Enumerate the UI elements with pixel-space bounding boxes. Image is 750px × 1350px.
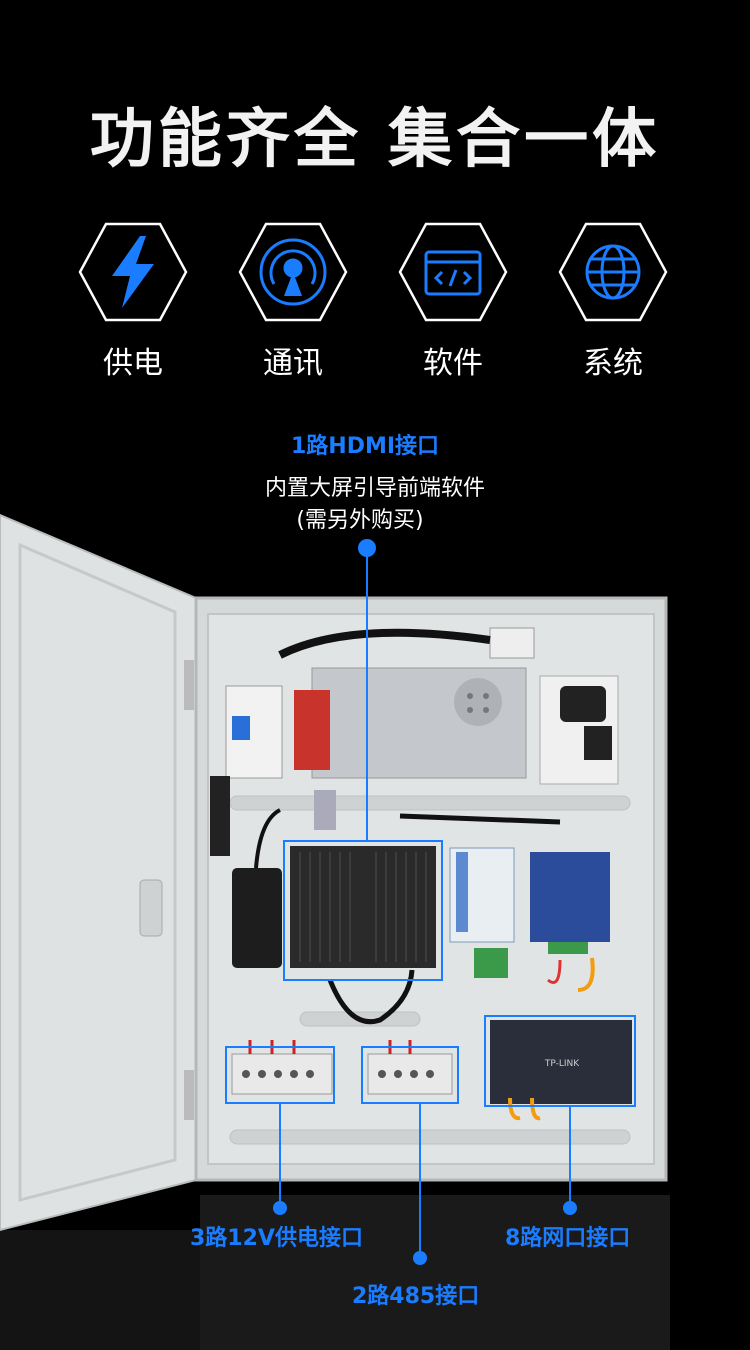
network-switch — [490, 1020, 632, 1104]
door-handle — [139, 879, 163, 937]
switch-brand-text: TP-LINK — [544, 1059, 580, 1069]
hdmi-desc-line2: (需另外购买) — [296, 508, 424, 533]
power-adapter — [232, 868, 282, 968]
feature-label: 供电 — [103, 346, 163, 381]
code-window-icon — [424, 250, 482, 296]
lightning-icon — [112, 236, 154, 308]
globe-icon — [585, 244, 641, 300]
hdmi-label: 1路HDMI接口 — [290, 434, 440, 459]
feature-label: 软件 — [423, 346, 483, 381]
hdmi-desc-line1: 内置大屏引导前端软件 — [264, 476, 485, 501]
feature-communication: 通讯 — [238, 222, 348, 382]
cabinet-door — [0, 513, 197, 1232]
page-title: 功能齐全 集合一体 — [89, 103, 661, 177]
feature-power: 供电 — [78, 222, 188, 382]
rs485-marker-dot — [413, 1251, 427, 1265]
rs485-interface-label: 2路485接口 — [352, 1284, 480, 1309]
hdmi-marker-dot — [358, 539, 376, 557]
network-marker-dot — [563, 1201, 577, 1215]
network-highlight-box — [484, 1015, 636, 1107]
power-interface-label: 3路12V供电接口 — [190, 1226, 363, 1251]
feature-system: 系统 — [558, 222, 668, 382]
terminal-block-power — [231, 1040, 333, 1095]
mini-pc — [290, 846, 436, 968]
signal-tower-icon — [259, 238, 327, 306]
power-marker-dot — [273, 1201, 287, 1215]
terminal-block-485 — [367, 1040, 453, 1095]
hexagon-frame — [78, 222, 188, 322]
feature-software: 软件 — [398, 222, 508, 382]
feature-label: 系统 — [583, 346, 643, 381]
hdmi-highlight-box — [283, 840, 443, 981]
network-interface-label: 8路网口接口 — [505, 1226, 631, 1251]
feature-label: 通讯 — [263, 346, 323, 381]
serial-server — [530, 852, 610, 942]
control-cabinet-image: TP-LINK — [0, 513, 670, 1350]
rs485-highlight-box — [361, 1046, 459, 1104]
